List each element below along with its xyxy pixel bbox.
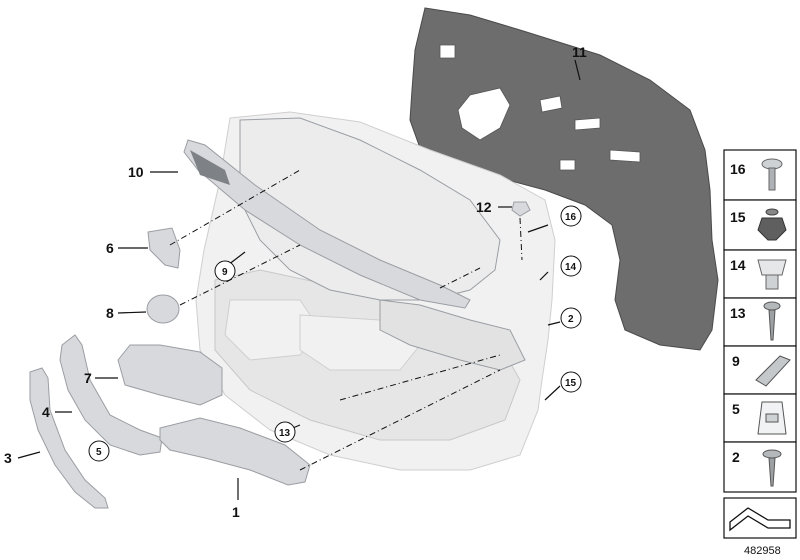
- legend-label-2: 2: [732, 449, 740, 465]
- legend-cell-2: [723, 441, 797, 493]
- spring-clip-5-icon: [757, 401, 787, 435]
- handle-bracket-7: [117, 344, 223, 406]
- legend-label-5: 5: [732, 401, 740, 417]
- legend-cell-9: [723, 345, 797, 395]
- expanding-rivet-15-icon: [757, 208, 787, 241]
- diagram-id-number: 482958: [744, 545, 781, 557]
- bracket-icon: [729, 507, 791, 532]
- legend-cell-13: [723, 297, 797, 347]
- legend-label-14: 14: [730, 257, 746, 273]
- callout-10: 10: [128, 164, 144, 180]
- nut-14-icon: [757, 259, 787, 290]
- trim-clip-9-icon: [755, 355, 791, 387]
- callout-4: 4: [42, 404, 50, 420]
- legend-label-16: 16: [730, 161, 746, 177]
- handle-trim-3: [29, 367, 109, 509]
- legend-label-15: 15: [730, 209, 746, 225]
- sound-insulation-panel: [409, 7, 719, 351]
- callout-7: 7: [84, 370, 92, 386]
- legend-cell-16: [723, 149, 797, 201]
- callout-9: 9: [222, 267, 228, 278]
- screw-13-icon: [763, 301, 781, 341]
- legend-label-9: 9: [732, 353, 740, 369]
- callout-13: 13: [279, 428, 291, 439]
- callout-2: 2: [568, 314, 574, 325]
- callout-5: 5: [96, 447, 102, 458]
- clip-16-icon: [761, 158, 783, 191]
- callout-14: 14: [565, 262, 577, 273]
- callout-11: 11: [572, 44, 587, 60]
- screw-2-icon: [762, 449, 782, 487]
- callout-16: 16: [565, 212, 577, 223]
- trim-cover-6: [147, 227, 181, 269]
- clip-12: [511, 201, 531, 217]
- upper-trim-strip: [183, 139, 471, 309]
- callout-15: 15: [565, 378, 577, 389]
- callout-8: 8: [106, 305, 114, 321]
- door-trim-panel: [195, 111, 556, 471]
- callout-3: 3: [4, 450, 12, 466]
- legend-cell-14: [723, 249, 797, 299]
- grab-handle-frame-4: [59, 334, 163, 456]
- armrest-1: [159, 417, 311, 486]
- parts-legend: 16 15 14 13 9 5 2: [723, 149, 797, 539]
- legend-label-13: 13: [730, 305, 746, 321]
- callout-6: 6: [106, 240, 114, 256]
- speaker-cover-8: [146, 294, 180, 324]
- callout-1: 1: [232, 504, 240, 520]
- callout-12: 12: [476, 199, 492, 215]
